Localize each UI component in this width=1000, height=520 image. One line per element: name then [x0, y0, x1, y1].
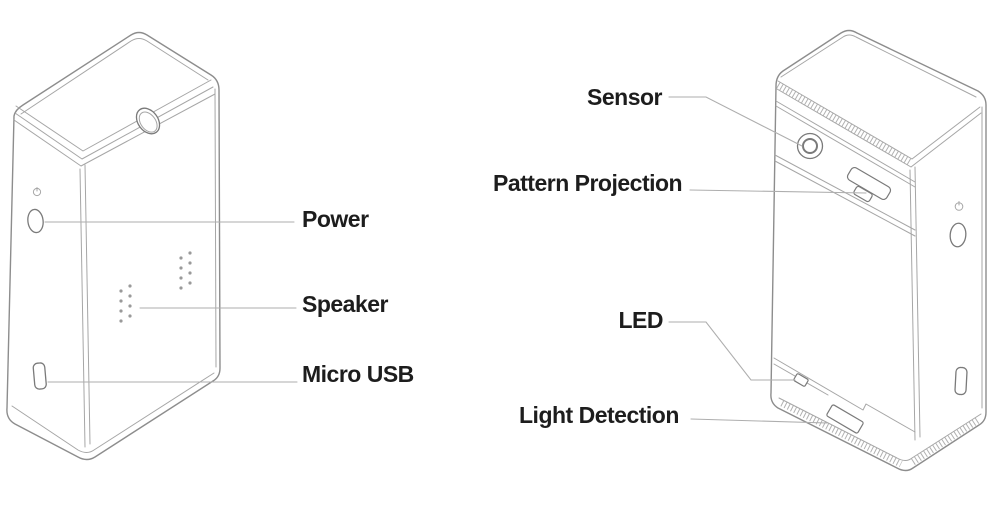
- label-micro-usb: Micro USB: [302, 361, 414, 387]
- led-indicator: [793, 373, 809, 387]
- left-device-top-edge-inner: [20, 38, 209, 115]
- top-oval-outer: [135, 107, 161, 135]
- right-device-top-edge-inner: [780, 34, 977, 98]
- leader-sensor: [668, 96, 803, 147]
- left-device-body-outline: [6, 31, 221, 461]
- left-device-bevel-line-3: [13, 93, 216, 167]
- top-oval-opening: [135, 107, 161, 135]
- sensor-lens: [796, 132, 824, 160]
- right-device-bevel-line-1: [777, 80, 981, 160]
- top-oval-fill: [136, 108, 160, 134]
- speaker-grille-dots: [119, 251, 192, 323]
- right-device-bevel-line-2: [776, 88, 982, 168]
- leader-light-detection: [690, 418, 828, 424]
- left-device-bevel-line-1: [15, 79, 212, 152]
- right-device-body-outline: [770, 29, 987, 472]
- light-detection-window: [826, 404, 864, 434]
- front-groove-c1: [773, 357, 916, 433]
- left-device-ridge-line-2: [84, 164, 91, 445]
- right-device-bottom-bevel: [778, 397, 982, 461]
- power-symbol-icon: [32, 187, 42, 197]
- label-led: LED: [618, 307, 664, 333]
- left-device-bottom-bevel: [11, 372, 215, 453]
- top-oval-inner: [138, 111, 158, 133]
- front-groove-a1: [775, 100, 916, 183]
- right-device-bottom-hatch-right: [911, 417, 980, 465]
- sensor-outer-ring: [796, 132, 824, 160]
- right-device-bottom-hatch-left: [780, 399, 903, 468]
- front-groove-b2: [774, 160, 916, 237]
- label-speaker: Speaker: [302, 291, 389, 317]
- right-device-drawing: [770, 29, 987, 472]
- leader-led: [668, 321, 796, 381]
- power-symbol-icon-right: [954, 201, 964, 211]
- label-pattern-projection: Pattern Projection: [493, 170, 683, 196]
- right-device-bevel-hatch: [776, 81, 913, 167]
- micro-usb-port: [32, 362, 47, 390]
- leader-lines: [44, 96, 867, 424]
- power-button: [27, 208, 44, 234]
- label-power: Power: [302, 206, 369, 232]
- right-device-ridge-line-1: [909, 169, 916, 441]
- left-device-drawing: [6, 31, 221, 461]
- front-groove-a2: [775, 105, 916, 188]
- label-sensor: Sensor: [587, 84, 662, 110]
- sensor-fill: [797, 133, 823, 159]
- label-light-detection: Light Detection: [519, 402, 679, 428]
- power-button-right: [949, 222, 967, 248]
- left-device-ridge-line-1: [79, 168, 86, 448]
- pattern-projection-window: [846, 166, 892, 203]
- left-device-bevel-line-2: [14, 86, 214, 160]
- right-device-ridge-line-2: [914, 166, 921, 438]
- left-device-right-edge-inner: [214, 88, 217, 368]
- pattern-projection-step: [853, 185, 873, 203]
- sensor-inner-ring: [802, 138, 818, 154]
- micro-usb-port-right: [954, 366, 968, 396]
- leader-pattern-projection: [689, 189, 867, 194]
